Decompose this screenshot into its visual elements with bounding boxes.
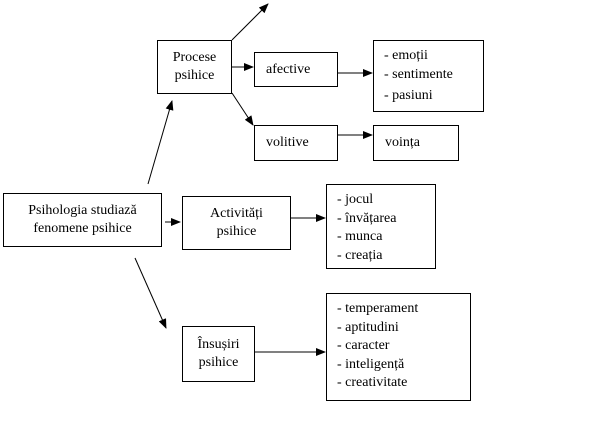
processes-line-1: Procese bbox=[172, 50, 217, 65]
affective-item: - emoții bbox=[384, 48, 428, 63]
root-node: Psihologia studiază fenomene psihice bbox=[3, 193, 162, 247]
affective-item: - pasiuni bbox=[384, 88, 433, 103]
arrow-processes-to-volitional bbox=[231, 92, 254, 126]
root-line-2: fenomene psihice bbox=[33, 221, 132, 236]
volitional-node: volitive bbox=[254, 125, 338, 161]
trait-item: - caracter bbox=[337, 338, 390, 353]
processes-node: Procese psihice bbox=[157, 40, 232, 94]
activity-items-box: - jocul - învățarea - munca - creația bbox=[326, 184, 436, 269]
activities-line-2: psihice bbox=[216, 224, 257, 239]
arrow-root-to-traits bbox=[134, 257, 167, 329]
activity-item: - creația bbox=[337, 247, 383, 263]
affective-label: afective bbox=[266, 61, 311, 77]
volitional-items-box: voința bbox=[373, 125, 459, 161]
arrow-processes-up bbox=[231, 3, 269, 41]
traits-line-2: psihice bbox=[198, 355, 239, 370]
volitional-item: voința bbox=[385, 135, 420, 150]
activities-line-1: Activități bbox=[210, 206, 263, 221]
root-line-1: Psihologia studiază bbox=[28, 203, 137, 218]
affective-item: - sentimente bbox=[384, 66, 453, 82]
affective-node: afective bbox=[254, 52, 338, 87]
volitional-label: volitive bbox=[266, 135, 309, 150]
activity-item: - învățarea bbox=[337, 210, 397, 226]
activities-node: Activități psihice bbox=[182, 196, 291, 250]
arrow-root-to-processes bbox=[147, 100, 174, 185]
affective-items-box: - emoții - sentimente - pasiuni bbox=[373, 40, 484, 112]
traits-line-1: Însușiri bbox=[197, 337, 240, 352]
traits-node: Însușiri psihice bbox=[182, 326, 255, 382]
trait-item: - aptitudini bbox=[337, 319, 399, 335]
trait-item: - temperament bbox=[337, 301, 419, 316]
trait-item: - inteligență bbox=[337, 356, 405, 372]
activity-item: - jocul bbox=[337, 192, 374, 207]
trait-items-box: - temperament - aptitudini - caracter - … bbox=[326, 293, 471, 401]
trait-item: - creativitate bbox=[337, 375, 408, 390]
activity-item: - munca bbox=[337, 229, 383, 244]
processes-line-2: psihice bbox=[174, 68, 215, 83]
